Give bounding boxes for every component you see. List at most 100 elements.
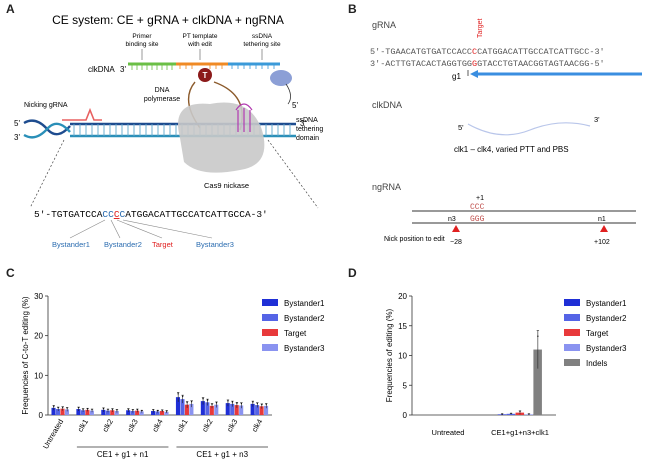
- data-point: [136, 408, 139, 411]
- data-point: [256, 402, 259, 405]
- data-point: [177, 393, 179, 395]
- x-tick-label: CE1+g1+n3+clk1: [491, 428, 549, 437]
- legend-entry: Target: [284, 329, 307, 338]
- bar: [160, 411, 165, 415]
- data-point: [157, 409, 159, 412]
- legend-swatch: [564, 314, 580, 321]
- zoom-line-right: [267, 139, 319, 209]
- sequence-prefix: 5'-TGTGATCCA: [34, 209, 103, 220]
- legend-swatch: [262, 299, 278, 306]
- bar: [151, 411, 156, 415]
- label-ssdna-tethering-site-2: tethering site: [243, 41, 281, 48]
- bar: [259, 406, 264, 415]
- minus28-label: −28: [450, 239, 462, 246]
- tether-link: [285, 83, 291, 105]
- data-point: [211, 403, 213, 405]
- bar: [85, 409, 90, 415]
- bar: [135, 410, 140, 415]
- data-point: [519, 410, 521, 413]
- bar: [51, 407, 56, 415]
- legend-entry: Bystander2: [586, 314, 627, 323]
- data-point: [152, 409, 154, 411]
- bar: [497, 414, 507, 415]
- data-point: [127, 408, 130, 410]
- data-point: [91, 408, 93, 411]
- sequence-bystander3-base: C: [120, 209, 126, 220]
- plus-one-label: +1: [476, 195, 484, 202]
- y-tick-label: 0: [39, 411, 44, 420]
- grna-title: gRNA: [372, 20, 396, 30]
- panel-letter-b: B: [348, 2, 357, 16]
- data-point: [240, 402, 243, 405]
- bar: [264, 405, 269, 415]
- dna-three-prime-right: 3': [300, 119, 306, 128]
- bar: [164, 411, 169, 415]
- data-point: [107, 408, 109, 411]
- y-tick-label: 5: [403, 381, 408, 390]
- dna-three-prime-left: 3': [14, 133, 20, 142]
- panel-letter-c: C: [6, 266, 15, 280]
- data-point: [166, 410, 168, 412]
- bar: [180, 399, 185, 415]
- nicking-grna-label: Nicking gRNA: [24, 102, 68, 109]
- data-point: [231, 401, 234, 403]
- x-tick-label: clk2: [100, 418, 114, 434]
- bar: [130, 411, 135, 415]
- legend-swatch: [262, 314, 278, 321]
- n1-nick-marker: [600, 225, 608, 232]
- bar: [239, 405, 244, 415]
- bottom-strand-target-base: G: [472, 59, 477, 69]
- top-strand-target-base: C: [472, 47, 477, 57]
- legend-entry: Target: [586, 329, 609, 338]
- label-bystander2: Bystander2: [104, 240, 142, 249]
- group-label: CE1 + g1 + n1: [97, 450, 149, 459]
- bar: [200, 401, 205, 415]
- bar: [214, 404, 219, 415]
- y-tick-label: 20: [34, 332, 43, 341]
- x-tick-label: clk4: [150, 418, 164, 434]
- y-tick-label: 30: [34, 292, 43, 301]
- panel-letter-a: A: [6, 2, 15, 16]
- label-primer-binding-site-2: binding site: [126, 41, 159, 48]
- data-point: [537, 335, 539, 337]
- data-point: [501, 413, 503, 415]
- sequence-bystander1-base: C: [102, 209, 108, 220]
- clk-five-prime: 5': [458, 123, 464, 132]
- bar: [184, 404, 189, 415]
- dna-polymerase-label-2: polymerase: [144, 96, 180, 103]
- clkdna-strand: [128, 62, 280, 70]
- x-tick-label: clk1: [175, 418, 189, 434]
- y-tick-label: 0: [403, 411, 408, 420]
- bar: [60, 408, 65, 415]
- nick-position-label: Nick position to edit: [384, 236, 445, 243]
- n3-label: n3: [448, 216, 456, 223]
- grna-hairpin: [237, 108, 251, 132]
- ssdna-tethering-domain-shape: [270, 70, 292, 86]
- bar: [64, 409, 70, 415]
- legend-swatch: [564, 329, 580, 336]
- legend-swatch: [262, 344, 278, 351]
- panel-a-title: CE system: CE + gRNA + clkDNA + ngRNA: [52, 13, 284, 27]
- group-label: CE1 + g1 + n3: [196, 450, 248, 459]
- y-tick-label: 20: [398, 292, 407, 301]
- zoom-line-left: [29, 139, 65, 209]
- label-ssdna-tethering-site-1: ssDNA: [252, 33, 273, 40]
- tethering-domain-label-2: tethering: [296, 126, 323, 133]
- bar: [76, 409, 81, 415]
- clkdna-description: clk1 – clk4, varied PTT and PBS: [454, 145, 569, 154]
- y-tick-label: 10: [34, 371, 43, 380]
- strand-five-prime-right: 5': [292, 101, 298, 110]
- data-point: [111, 408, 114, 410]
- label-pt-template-2: with edit: [187, 41, 212, 48]
- data-point: [252, 401, 254, 403]
- bar: [105, 410, 110, 415]
- bar: [225, 403, 230, 415]
- tethering-domain-label-1: ssDNA: [296, 117, 318, 124]
- data-point: [510, 412, 512, 415]
- data-point: [202, 397, 204, 400]
- cas9-nickase-shape: [178, 102, 265, 173]
- bar: [515, 412, 525, 415]
- bar: [175, 397, 181, 415]
